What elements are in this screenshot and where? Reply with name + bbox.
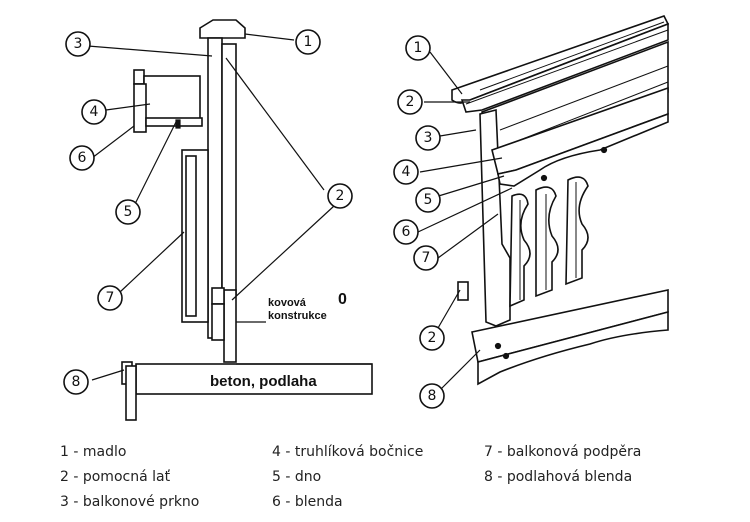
svg-text:8: 8 — [72, 374, 81, 390]
legend-column-3: 7 - balkonová podpěra 8 - podlahová blen… — [484, 440, 641, 490]
callout-8-left: 8 — [63, 369, 89, 395]
baluster-inner — [185, 155, 197, 317]
svg-text:5: 5 — [424, 192, 433, 208]
callout-8-right: 8 — [419, 383, 445, 409]
svg-text:8: 8 — [428, 388, 437, 404]
metal-post — [223, 289, 237, 363]
legend: 1 - madlo 2 - pomocná lať 3 - balkonové … — [60, 440, 740, 520]
legend-item-baluster: 7 - balkonová podpěra — [484, 444, 642, 460]
perspective-planter-bottom — [497, 112, 669, 187]
planter-fascia — [133, 83, 147, 133]
legend-column-2: 4 - truhlíková bočnice 5 - dno 6 - blend… — [272, 440, 423, 515]
board-bottom-block — [211, 303, 225, 341]
callout-5-right: 5 — [415, 187, 441, 213]
callout-1-left: 1 — [295, 29, 321, 55]
callout-2-left: 2 — [327, 183, 353, 209]
callout-7-right: 7 — [413, 245, 439, 271]
callout-4-left: 4 — [81, 99, 107, 125]
svg-text:3: 3 — [74, 36, 83, 52]
svg-text:4: 4 — [90, 104, 99, 120]
section-view: beton, podlaha kovová konstrukce 0 1 2 3 — [63, 19, 373, 421]
svg-text:7: 7 — [106, 290, 115, 306]
auxiliary-lath-lower — [211, 287, 225, 305]
callout-3-left: 3 — [65, 31, 91, 57]
callout-6-right: 6 — [393, 219, 419, 245]
svg-text:5: 5 — [124, 204, 133, 220]
baluster-2 — [535, 186, 559, 298]
callout-1-right: 1 — [405, 35, 431, 61]
callout-2-right-top: 2 — [397, 89, 423, 115]
legend-item-handrail: 1 - madlo — [60, 444, 127, 460]
svg-text:2: 2 — [406, 94, 415, 110]
callout-3-right: 3 — [415, 125, 441, 151]
aux-lath-lower-perspective — [457, 281, 469, 301]
floor-fascia-bottom — [477, 310, 669, 386]
svg-text:6: 6 — [78, 150, 87, 166]
callout-7-left: 7 — [97, 285, 123, 311]
metal-construction-label-1: kovová — [268, 297, 307, 309]
callout-5-left: 5 — [115, 199, 141, 225]
legend-item-auxiliary-lath: 2 - pomocná lať — [60, 469, 171, 485]
svg-text:7: 7 — [422, 250, 431, 266]
legend-item-bottom: 5 - dno — [272, 469, 322, 485]
svg-text:2: 2 — [428, 330, 437, 346]
floor-fascia — [125, 365, 137, 421]
svg-text:6: 6 — [402, 224, 411, 240]
callout-2-right-bottom: 2 — [419, 325, 445, 351]
planter-side — [143, 75, 201, 123]
baluster-3 — [565, 176, 589, 286]
svg-text:3: 3 — [424, 130, 433, 146]
concrete-label: beton, podlaha — [210, 373, 317, 390]
callout-6-left: 6 — [69, 145, 95, 171]
balcony-diagram: beton, podlaha kovová konstrukce 0 1 2 3 — [63, 15, 670, 421]
perspective-view: 1 2 3 4 5 6 7 2 — [393, 15, 670, 409]
svg-text:1: 1 — [414, 40, 423, 56]
svg-text:4: 4 — [402, 164, 411, 180]
legend-column-1: 1 - madlo 2 - pomocná lať 3 - balkonové … — [60, 440, 199, 515]
legend-item-floor-fascia: 8 - podlahová blenda — [484, 469, 633, 485]
handrail-cap — [199, 19, 246, 39]
svg-text:1: 1 — [304, 34, 313, 50]
callout-4-right: 4 — [393, 159, 419, 185]
planter-bracket — [175, 119, 181, 129]
legend-item-balcony-board: 3 - balkonové prkno — [60, 494, 200, 510]
legend-item-planter-side: 4 - truhlíková bočnice — [272, 444, 424, 460]
legend-item-fascia: 6 - blenda — [272, 494, 343, 510]
zero-mark: 0 — [338, 291, 347, 308]
metal-construction-label-2: konstrukce — [268, 310, 327, 322]
auxiliary-lath-upper — [221, 43, 237, 295]
svg-text:2: 2 — [336, 188, 345, 204]
planter-side-back — [133, 69, 145, 85]
